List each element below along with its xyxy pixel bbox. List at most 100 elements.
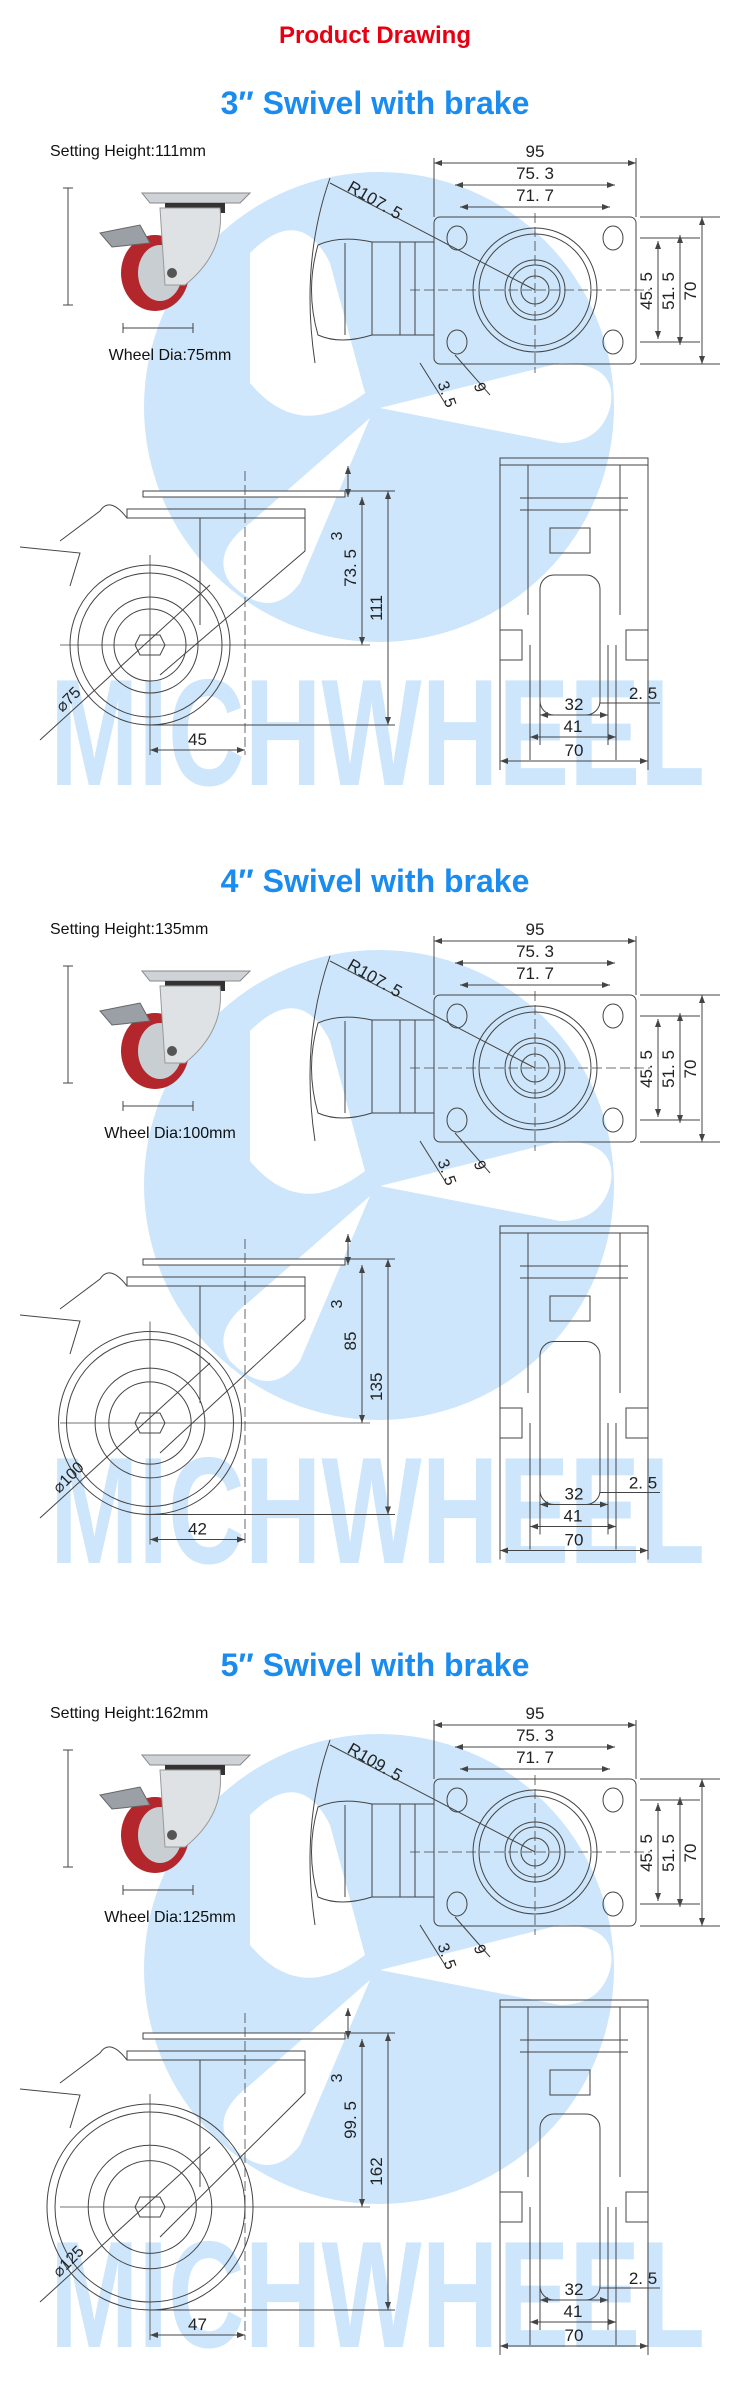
dim-70-front: 70 — [565, 1531, 584, 1550]
side-top-plate — [142, 2032, 346, 2040]
front-view: 32 41 70 2. 5 — [499, 457, 660, 770]
watermark-blade — [250, 1792, 365, 1978]
dim-swivel-offset: 45 — [188, 730, 207, 749]
brake-lever — [19, 2046, 128, 2129]
axle-nut — [167, 1830, 177, 1840]
setting-height-label: Setting Height:135mm — [50, 921, 209, 938]
brake-lever — [19, 1272, 128, 1355]
dim-total-height: 162 — [367, 2157, 386, 2185]
caster-photo — [63, 965, 252, 1111]
dim-70: 70 — [681, 282, 700, 301]
arrowhead — [540, 712, 608, 718]
section-heading: 4″ Swivel with brake — [220, 863, 530, 899]
fork-bracket — [159, 207, 222, 286]
dim-75-3: 75. 3 — [516, 942, 554, 961]
dim-45-5: 45. 5 — [637, 1050, 656, 1088]
dim-32: 32 — [565, 2280, 584, 2299]
dim-total-height: 111 — [367, 595, 386, 621]
dim-51-5: 51. 5 — [659, 1050, 678, 1088]
caster-photo — [63, 187, 252, 333]
fork-leg — [159, 518, 306, 676]
bolt-hole — [602, 329, 624, 355]
front-bracket — [549, 2069, 591, 2096]
arrowhead — [540, 1501, 608, 1508]
dim-70: 70 — [681, 1060, 700, 1079]
dim-32: 32 — [565, 1485, 584, 1504]
bolt-hole — [446, 1787, 468, 1813]
caster-photo — [63, 1749, 252, 1895]
dim-75-3: 75. 3 — [516, 1726, 554, 1745]
watermark-blade — [223, 418, 370, 603]
fork-leg — [159, 2060, 306, 2238]
dim-axle-height: 73. 5 — [341, 549, 360, 587]
front-fork — [520, 1233, 628, 1393]
side-top-plate — [142, 1258, 346, 1266]
brake-pedal — [99, 224, 151, 248]
watermark-blade — [250, 230, 365, 416]
arrowhead — [345, 1234, 351, 1265]
watermark-blade — [380, 1141, 612, 1221]
dim-plate: 3 — [329, 2073, 346, 2082]
brake-pedal — [99, 1002, 151, 1026]
ext-line — [454, 1132, 491, 1174]
dim-41: 41 — [564, 717, 583, 736]
swivel-plate — [126, 1276, 306, 1287]
watermark-text: MICHWHEEL — [50, 648, 705, 818]
dim-51-5: 51. 5 — [659, 272, 678, 310]
page-title: Product Drawing — [278, 22, 471, 49]
bolt-hole — [446, 1891, 468, 1917]
top-plate — [140, 192, 252, 204]
dim-45-5: 45. 5 — [637, 272, 656, 310]
dim-70: 70 — [681, 1844, 700, 1863]
section-heading: 5″ Swivel with brake — [220, 1647, 530, 1683]
brake-housing — [311, 1016, 434, 1119]
ext-line — [454, 354, 491, 396]
dim-32: 32 — [565, 695, 584, 714]
watermark-blade — [223, 1980, 370, 2165]
top-plate — [140, 970, 252, 982]
brake-pedal — [99, 1786, 151, 1810]
swing-radius-arc — [309, 177, 331, 364]
dim-total-height: 135 — [367, 1373, 386, 1401]
dim-95: 95 — [526, 1704, 545, 1723]
top-plate — [140, 1754, 252, 1766]
fork-leg — [159, 1286, 306, 1454]
bolt-hole — [446, 1003, 468, 1029]
watermark-text: MICHWHEEL — [50, 1426, 705, 1596]
side-top-plate — [142, 490, 346, 498]
fork-bracket — [159, 1769, 222, 1848]
dim-71-7: 71. 7 — [516, 964, 554, 983]
ext-line — [419, 1140, 446, 1182]
watermark-logo — [144, 950, 614, 1420]
wheel-diameter-label: Wheel Dia:75mm — [108, 347, 232, 364]
front-bracket — [549, 1295, 591, 1322]
ext-line — [419, 1924, 446, 1966]
bolt-hole — [446, 1107, 468, 1133]
dim-plate: 3 — [329, 1299, 346, 1308]
bolt-hole — [602, 1891, 624, 1917]
radius-line — [329, 1744, 536, 1853]
brake-housing — [311, 238, 434, 341]
arrowhead — [345, 2008, 351, 2039]
axle-nut — [167, 268, 177, 278]
swivel-plate — [126, 508, 306, 519]
dim-70-front: 70 — [565, 741, 584, 760]
section-heading: 3″ Swivel with brake — [220, 85, 530, 121]
arrowhead — [345, 466, 351, 497]
bolt-hole — [446, 225, 468, 251]
watermark-blade — [223, 1196, 370, 1381]
setting-height-label: Setting Height:111mm — [50, 143, 206, 160]
dim-2-5: 2. 5 — [629, 684, 657, 703]
diameter-line — [39, 1362, 211, 1519]
radius-line — [329, 182, 536, 291]
bolt-hole — [602, 1003, 624, 1029]
dim-swivel-offset: 47 — [188, 2315, 207, 2334]
watermark-logo — [144, 172, 614, 642]
dim-2-5: 2. 5 — [629, 2269, 657, 2288]
dim-71-7: 71. 7 — [516, 186, 554, 205]
